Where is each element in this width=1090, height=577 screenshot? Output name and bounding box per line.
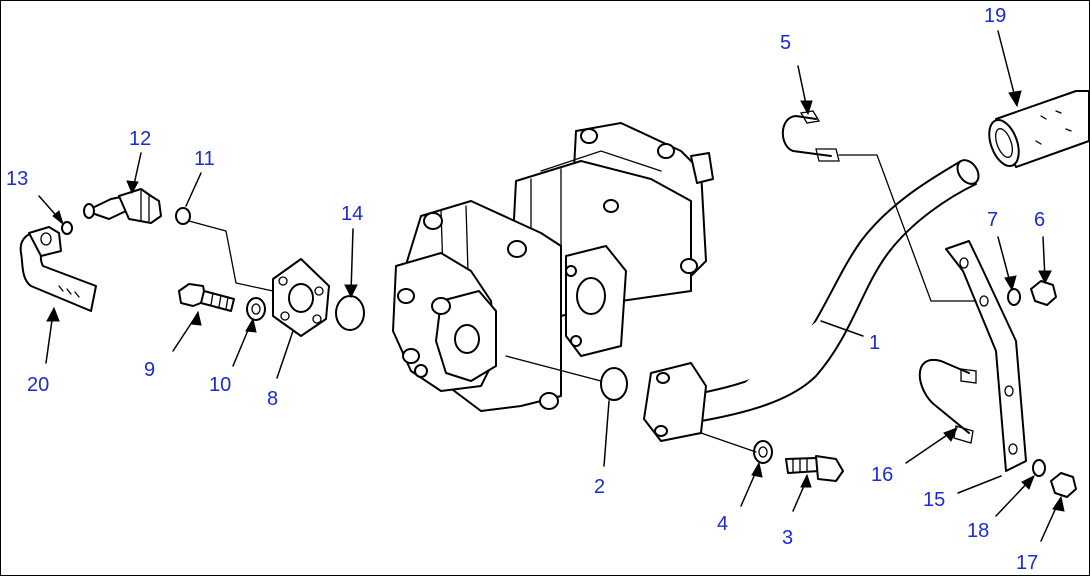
callout-20: 20: [27, 374, 49, 396]
callout-15: 15: [923, 489, 945, 511]
callout-18: 18: [967, 520, 989, 542]
callout-12: 12: [129, 128, 151, 150]
washer-7: [1007, 288, 1021, 306]
hose-20: [19, 226, 97, 312]
nut-6: [1030, 280, 1057, 306]
washer-4: [753, 440, 773, 464]
o-ring-14: [335, 295, 365, 331]
bracket-15: [945, 240, 1027, 472]
callout-16: 16: [871, 464, 893, 486]
bolt-3: [785, 455, 844, 482]
callout-7: 7: [987, 209, 998, 231]
bolt-9: [178, 283, 235, 312]
elbow-fitting-12: [83, 188, 162, 224]
callout-2: 2: [594, 476, 605, 498]
nut-17: [1050, 472, 1077, 498]
callout-14: 14: [341, 203, 363, 225]
callout-13: 13: [6, 168, 28, 190]
washer-10: [246, 297, 266, 321]
o-ring-2: [600, 367, 628, 401]
u-bolt-5: [781, 110, 840, 162]
callout-4: 4: [717, 513, 728, 535]
callout-17: 17: [1016, 552, 1038, 574]
hydraulic-pump: [392, 122, 714, 412]
callout-19: 19: [984, 5, 1006, 27]
suction-pipe: [643, 159, 980, 442]
callout-10: 10: [209, 374, 231, 396]
o-ring-13: [61, 221, 73, 235]
callout-3: 3: [782, 527, 793, 549]
callout-5: 5: [780, 32, 791, 54]
callout-6: 6: [1034, 209, 1045, 231]
callout-11: 11: [194, 148, 215, 170]
o-ring-11: [175, 207, 191, 225]
hose-19: [988, 90, 1090, 168]
flange-8: [272, 258, 330, 337]
callout-1: 1: [869, 332, 880, 354]
callout-8: 8: [267, 388, 278, 410]
callout-9: 9: [144, 359, 155, 381]
u-bolt-16: [918, 358, 977, 444]
washer-18: [1032, 459, 1046, 477]
